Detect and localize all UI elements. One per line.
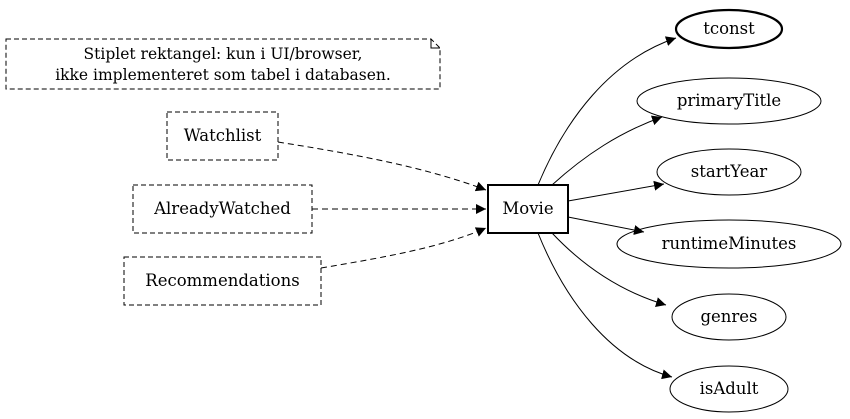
node-watchlist: Watchlist: [166, 111, 279, 161]
attr-startyear: startYear: [656, 148, 802, 196]
note-line-2: ikke implementeret som tabel i databasen…: [55, 66, 391, 84]
legend-note: Stiplet rektangel: kun i UI/browser, ikk…: [5, 38, 441, 90]
attr-isadult: isAdult: [669, 365, 789, 413]
attr-tconst-label: tconst: [703, 19, 755, 38]
attr-tconst: tconst: [674, 8, 784, 50]
node-movie: Movie: [487, 184, 569, 234]
attr-genres: genres: [671, 293, 787, 341]
edge-movie-genres: [551, 232, 667, 307]
node-recommendations: Recommendations: [123, 256, 322, 306]
attr-isadult-label: isAdult: [700, 379, 759, 398]
attr-genres-label: genres: [700, 307, 757, 326]
node-alreadywatched-label: AlreadyWatched: [153, 199, 291, 218]
attr-primarytitle-label: primaryTitle: [677, 91, 781, 110]
node-movie-label: Movie: [502, 199, 553, 218]
attr-runtimeminutes: runtimeMinutes: [616, 219, 842, 269]
note-line-1: Stiplet rektangel: kun i UI/browser,: [84, 45, 363, 63]
attr-runtimeminutes-label: runtimeMinutes: [662, 234, 797, 253]
edge-watchlist-movie: [277, 141, 487, 192]
edge-movie-runtimeminutes: [567, 216, 645, 235]
edge-recommendations-movie: [320, 227, 487, 269]
attr-startyear-label: startYear: [691, 162, 768, 181]
node-watchlist-label: Watchlist: [184, 126, 262, 145]
node-recommendations-label: Recommendations: [145, 271, 299, 290]
attr-primarytitle: primaryTitle: [636, 77, 822, 125]
edge-movie-primarytitle: [551, 115, 663, 186]
edge-movie-isadult: [537, 232, 673, 380]
edge-movie-tconst: [537, 36, 677, 186]
edge-movie-startyear: [567, 180, 665, 202]
node-alreadywatched: AlreadyWatched: [132, 184, 313, 234]
